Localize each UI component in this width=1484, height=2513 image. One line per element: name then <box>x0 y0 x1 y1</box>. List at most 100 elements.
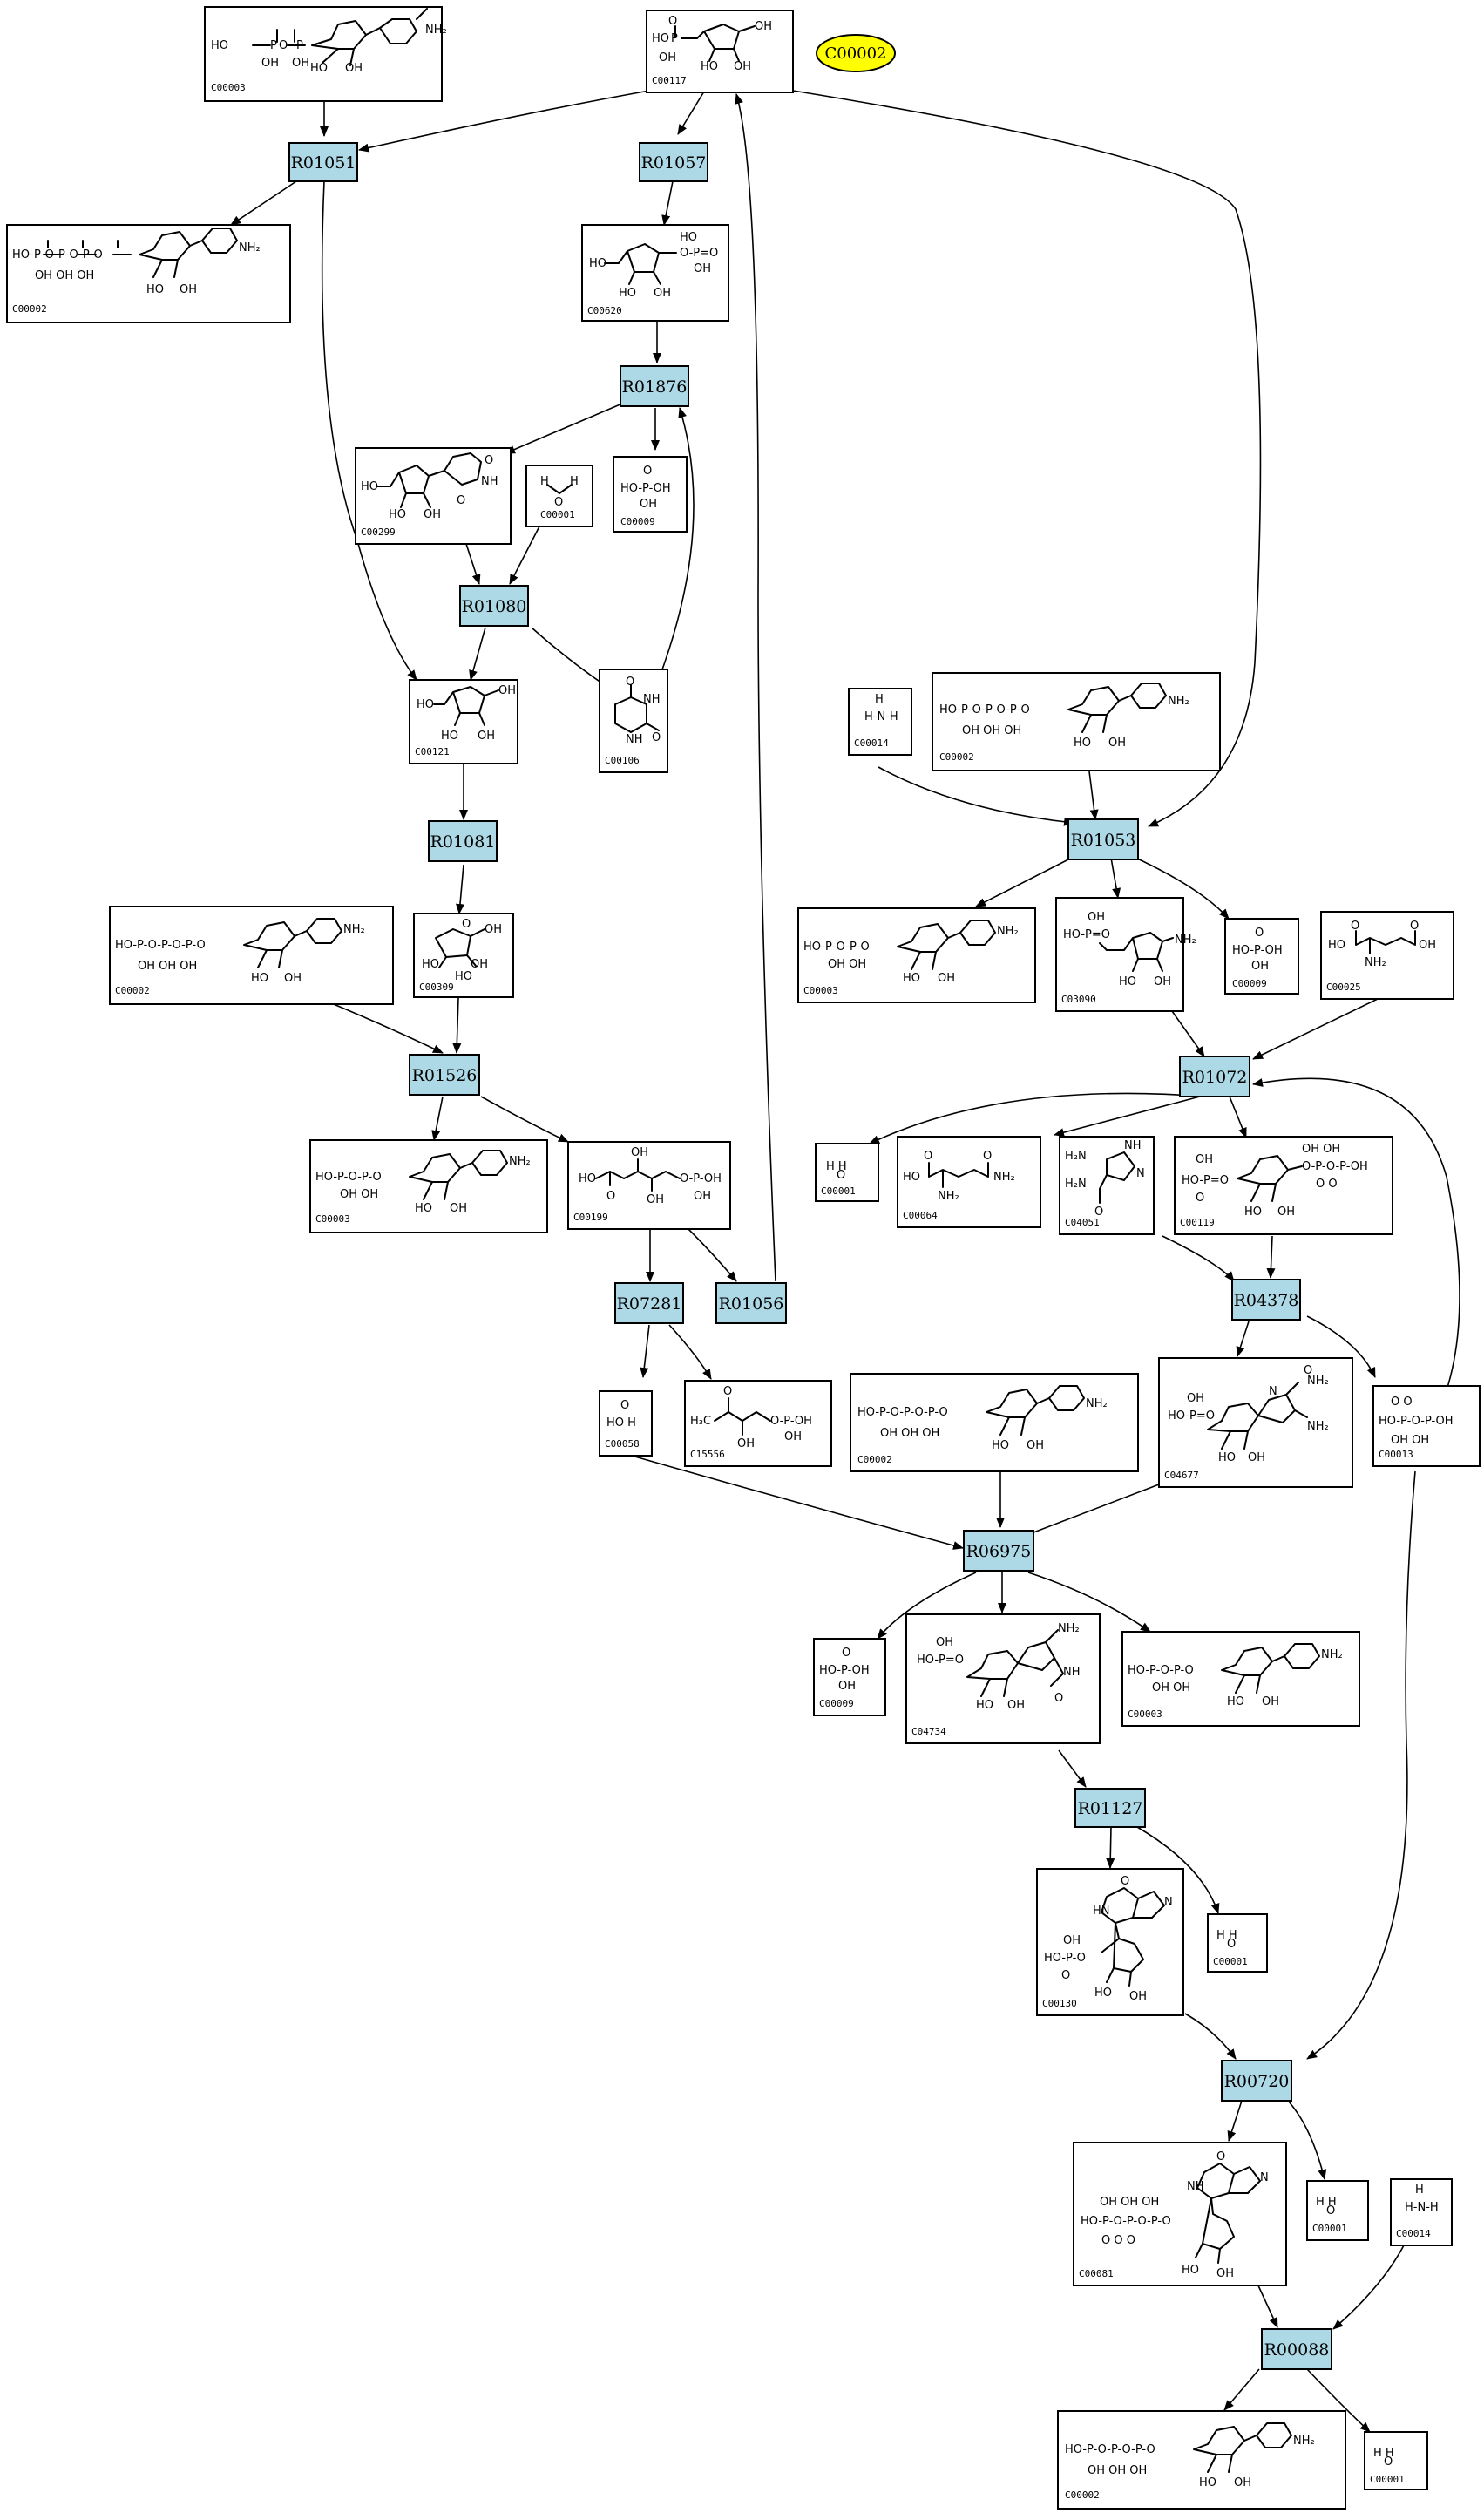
compound-c15556[interactable]: H₃C O O-P-OH OH OH C15556 <box>684 1380 832 1467</box>
reaction-r01080[interactable]: R01080 <box>459 585 529 627</box>
compound-c00106[interactable]: O NH O NH C00106 <box>599 669 668 773</box>
compound-c00064[interactable]: O O HO NH₂ NH₂ C00064 <box>897 1136 1041 1228</box>
atom-label: H <box>875 693 884 706</box>
reaction-r01876[interactable]: R01876 <box>620 365 689 407</box>
highlight-compound[interactable]: C00002 <box>816 34 896 72</box>
compound-c00130[interactable]: O HN N OH HO-P-O O HO OH C00130 <box>1036 1868 1184 2016</box>
compound-box <box>1174 1136 1393 1235</box>
compound-c04051[interactable]: H₂N NH N H₂N O C04051 <box>1059 1136 1155 1235</box>
atom-label: HO <box>146 283 164 296</box>
compound-box <box>813 1638 886 1716</box>
compound-c00117[interactable]: O HO P OH OH HO OH C00117 <box>646 10 794 93</box>
compound-c00002[interactable]: HO-P-O-P-O-P-O OH OH OH HO OH NH₂ C00002 <box>109 906 394 1005</box>
compound-box <box>1207 1913 1268 1973</box>
compound-c00009[interactable]: O HO-P-OH OH C00009 <box>1224 918 1299 995</box>
reaction-r07281[interactable]: R07281 <box>614 1282 684 1324</box>
reaction-r06975[interactable]: R06975 <box>963 1530 1034 1572</box>
compound-box <box>1057 2410 1346 2510</box>
atom-label: NH₂ <box>997 925 1019 938</box>
compound-c03090[interactable]: OH HO-P=O NH₂ HO OH C03090 <box>1055 897 1196 1012</box>
compound-c00002[interactable]: HO-P-O-P-O-P-O OH OH OH HO OH NH₂ C00002 <box>6 224 291 323</box>
compound-c00009[interactable]: O HO-P-OH OH C00009 <box>813 1638 886 1716</box>
atom-label: HO <box>211 39 228 52</box>
compound-c00309[interactable]: O OH HO OH HO C00309 <box>413 913 514 998</box>
edge <box>1088 771 1099 820</box>
atom-label: OH <box>292 57 309 70</box>
atom-label: HO-P-O-P-O-P-O <box>939 703 1030 717</box>
compound-c00119[interactable]: OH HO-P=O O OH OH O-P-O-P-OH O O HO OH C… <box>1174 1136 1393 1235</box>
compound-c00014[interactable]: H H-N-H C00014 <box>1390 2178 1453 2246</box>
compound-id: C00130 <box>1042 1998 1077 2009</box>
reaction-label: R00720 <box>1224 2072 1290 2091</box>
reaction-r01056[interactable]: R01056 <box>715 1282 787 1324</box>
compound-c00001[interactable]: H H O C00001 <box>1364 2431 1428 2490</box>
atom-label: N <box>1164 1896 1173 1909</box>
edge <box>329 1002 444 1054</box>
compound-id: C00121 <box>415 746 450 757</box>
edge <box>735 93 776 1282</box>
atom-label: HO-P=O <box>1168 1409 1215 1423</box>
atom-label: OH <box>936 1636 953 1649</box>
atom-label: OH <box>1108 737 1126 750</box>
atom-label: O O O <box>1101 2234 1135 2247</box>
compound-structure <box>714 1397 771 1436</box>
compound-c00199[interactable]: HO OH O-P-OH O OH OH C00199 <box>567 1141 731 1230</box>
compound-id: C00013 <box>1379 1449 1413 1460</box>
compound-c00001[interactable]: H H O C00001 <box>815 1143 879 1202</box>
atom-label: OH <box>1063 1934 1081 1947</box>
atom-label: OH <box>180 283 197 296</box>
reaction-r01072[interactable]: R01072 <box>1179 1056 1250 1097</box>
atom-label: OH <box>1262 1695 1279 1708</box>
compound-c00001[interactable]: H H O C00001 <box>1306 2180 1369 2241</box>
compound-id: C00001 <box>821 1185 856 1197</box>
compound-c00003[interactable]: HO-P-O-P-O OH OH HO OH NH₂ C00003 <box>1121 1631 1360 1727</box>
atom-label: OH <box>784 1430 802 1443</box>
reaction-r00088[interactable]: R00088 <box>1261 2328 1332 2370</box>
reaction-r01081[interactable]: R01081 <box>428 820 498 862</box>
compound-c00014[interactable]: H H-N-H C00014 <box>848 688 912 756</box>
reaction-r01526[interactable]: R01526 <box>409 1054 480 1096</box>
compound-c00001[interactable]: H H O C00001 <box>1207 1913 1268 1973</box>
compound-c04734[interactable]: OH HO-P=O NH₂ NH O HO OH C04734 <box>905 1613 1101 1744</box>
reaction-r01057[interactable]: R01057 <box>639 142 708 182</box>
reaction-label: R01127 <box>1078 1799 1143 1818</box>
compound-c00025[interactable]: O O HO OH NH₂ C00025 <box>1320 911 1454 1000</box>
reaction-r04378[interactable]: R04378 <box>1231 1279 1301 1321</box>
edge <box>661 407 695 670</box>
atom-label: O <box>620 1399 629 1412</box>
reaction-r00720[interactable]: R00720 <box>1221 2060 1292 2102</box>
reaction-r01051[interactable]: R01051 <box>288 142 358 182</box>
atom-label: HO <box>1227 1695 1244 1708</box>
compound-c00003[interactable]: HO-P-O-P-O OH OH HO OH NH₂ C00003 <box>309 1139 548 1233</box>
compound-id: C00002 <box>857 1454 892 1465</box>
compound-c04677[interactable]: OH HO-P=O N NH₂ O NH₂ HO OH C04677 <box>1158 1357 1353 1488</box>
atom-label: OH <box>1277 1206 1295 1219</box>
atom-label: OH <box>694 1190 711 1203</box>
reaction-box <box>614 1282 684 1324</box>
compound-c00121[interactable]: HO OH HO OH C00121 <box>409 679 518 764</box>
compound-structure <box>966 1629 1064 1697</box>
atom-label: O-P-OH <box>770 1415 812 1428</box>
atom-label: O <box>485 454 493 467</box>
edge <box>1136 1826 1220 1914</box>
atom-label: O <box>983 1150 992 1163</box>
compound-c00620[interactable]: HO HO O-P=O OH HO OH C00620 <box>581 224 729 322</box>
compound-c00002[interactable]: HO-P-O-P-O-P-O OH OH OH HO OH NH₂ C00002 <box>1057 2410 1346 2510</box>
compound-c00003[interactable]: HO P O P OH OH HO OH NH₂ C00003 <box>204 6 447 102</box>
compound-c00003[interactable]: HO-P-O-P-O OH OH HO OH NH₂ C00003 <box>797 907 1036 1003</box>
atom-label: NH <box>1124 1139 1142 1152</box>
compound-c00009[interactable]: O HO-P-OH OH C00009 <box>613 456 688 533</box>
compound-c00002[interactable]: HO-P-O-P-O-P-O OH OH OH HO OH NH₂ C00002 <box>932 672 1221 771</box>
compound-c00299[interactable]: HO O NH O HO OH C00299 <box>355 447 512 545</box>
atom-label: HO-P=O <box>1182 1174 1229 1187</box>
compound-c00002[interactable]: HO-P-O-P-O-P-O OH OH OH HO OH NH₂ C00002 <box>850 1373 1139 1472</box>
compound-c00013[interactable]: O O HO-P-O-P-OH OH OH C00013 <box>1372 1385 1481 1467</box>
compound-c00058[interactable]: O HO H C00058 <box>599 1390 653 1457</box>
atom-label: O <box>1054 1692 1063 1705</box>
compound-c00001[interactable]: H O H C00001 <box>525 465 593 527</box>
atom-label: HO <box>415 1202 432 1215</box>
compound-c00081[interactable]: O NH N OH OH OH HO-P-O-P-O-P-O O O O HO … <box>1073 2142 1287 2286</box>
reaction-r01053[interactable]: R01053 <box>1067 818 1139 860</box>
atom-label: H <box>540 475 549 488</box>
reaction-r01127[interactable]: R01127 <box>1074 1788 1146 1828</box>
